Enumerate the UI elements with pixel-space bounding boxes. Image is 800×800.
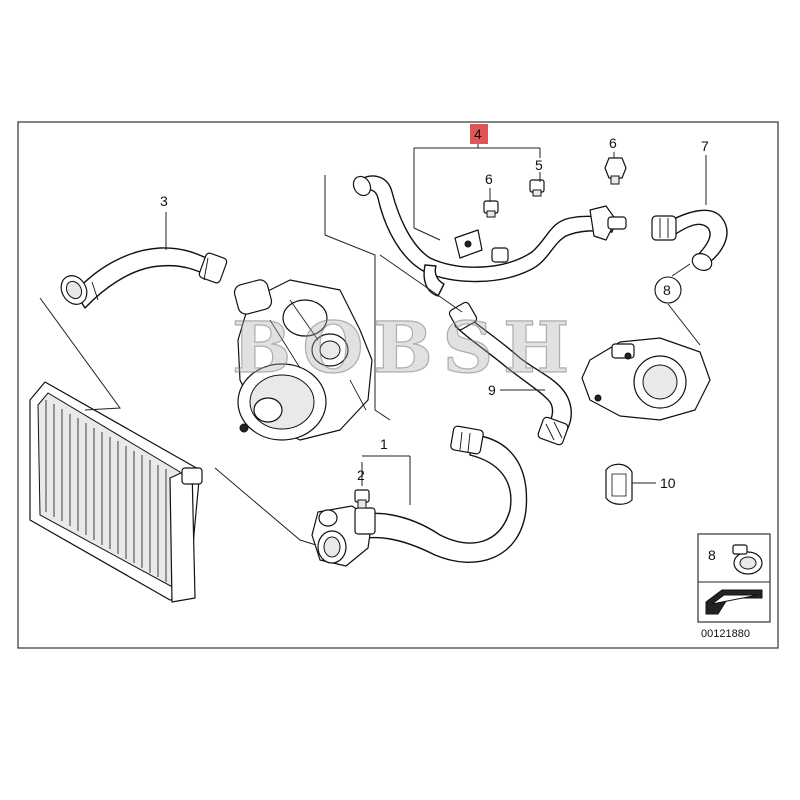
water-pump (233, 279, 373, 441)
legend-clamp-icon (732, 544, 763, 575)
bolt-6-right (604, 157, 627, 185)
bolt-6-left (483, 200, 499, 218)
legend-arrow-icon (705, 589, 763, 615)
hose-9 (448, 301, 572, 446)
bolt-5 (529, 179, 545, 197)
callout-3: 3 (160, 193, 168, 209)
bolt-2 (354, 489, 370, 509)
legend-box: 8 (697, 533, 771, 623)
hose-4 (352, 175, 627, 297)
callout-8-circle (654, 276, 682, 304)
callout-4-highlight (470, 124, 488, 144)
radiator (29, 381, 203, 603)
callout-2: 2 (357, 467, 365, 483)
leader-lines (39, 142, 707, 546)
legend-number: 8 (708, 547, 716, 563)
callout-1: 1 (380, 436, 388, 452)
callout-9: 9 (488, 382, 496, 398)
hose-1 (311, 425, 528, 567)
callout-8: 8 (663, 282, 671, 298)
diagram-number: 00121880 (701, 628, 750, 640)
thermostat-housing (581, 337, 711, 421)
callout-6-left: 6 (485, 171, 493, 187)
callout-7: 7 (701, 138, 709, 154)
callout-5: 5 (535, 157, 543, 173)
clip-10 (605, 463, 633, 505)
hose-7 (651, 209, 728, 271)
diagram-frame (17, 121, 779, 649)
callout-4: 4 (474, 126, 482, 142)
watermark: BOBSH (232, 306, 579, 389)
callouts: 3 4 5 6 6 7 8 9 10 1 2 (160, 124, 709, 491)
callout-6-right: 6 (609, 135, 617, 151)
callout-10: 10 (660, 475, 676, 491)
hose-3 (60, 247, 228, 309)
